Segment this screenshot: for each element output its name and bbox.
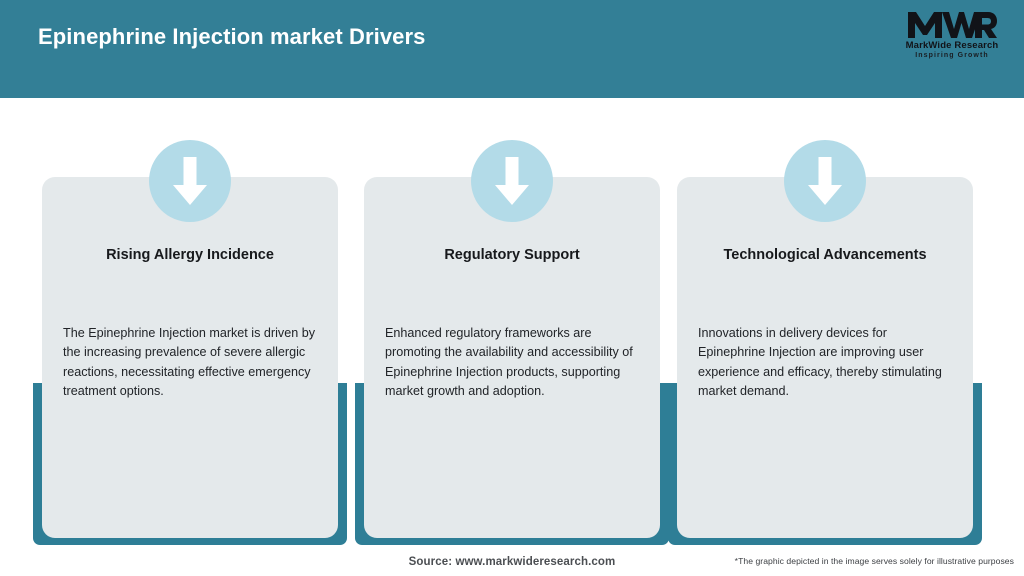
brand-logo: MarkWide Research Inspiring Growth <box>896 10 1008 62</box>
page-title: Epinephrine Injection market Drivers <box>38 24 426 49</box>
card-heading: Regulatory Support <box>444 247 580 263</box>
driver-card: Technological Advancements Innovations i… <box>668 98 982 548</box>
driver-card: Rising Allergy Incidence The Epinephrine… <box>33 98 347 548</box>
brand-logo-tagline: Inspiring Growth <box>915 52 989 59</box>
card-body <box>677 177 973 538</box>
card-heading: Technological Advancements <box>723 247 927 263</box>
disclaimer-note: *The graphic depicted in the image serve… <box>734 556 1014 566</box>
driver-card: Regulatory Support Enhanced regulatory f… <box>355 98 669 548</box>
drivers-card-row: Rising Allergy Incidence The Epinephrine… <box>0 98 1024 548</box>
card-body <box>42 177 338 538</box>
arrow-down-icon <box>149 140 231 222</box>
card-description: The Epinephrine Injection market is driv… <box>63 326 316 399</box>
header-bar <box>0 0 1024 98</box>
source-note: Source: www.markwideresearch.com <box>408 556 616 568</box>
arrow-down-icon <box>471 140 553 222</box>
mwr-logo-icon <box>896 10 1008 40</box>
brand-logo-name: MarkWide Research <box>905 40 999 51</box>
card-description: Enhanced regulatory frameworks are promo… <box>385 326 633 399</box>
card-description: Innovations in delivery devices for Epin… <box>698 326 942 399</box>
card-heading: Rising Allergy Incidence <box>106 247 274 263</box>
card-body <box>364 177 660 538</box>
arrow-down-icon <box>784 140 866 222</box>
